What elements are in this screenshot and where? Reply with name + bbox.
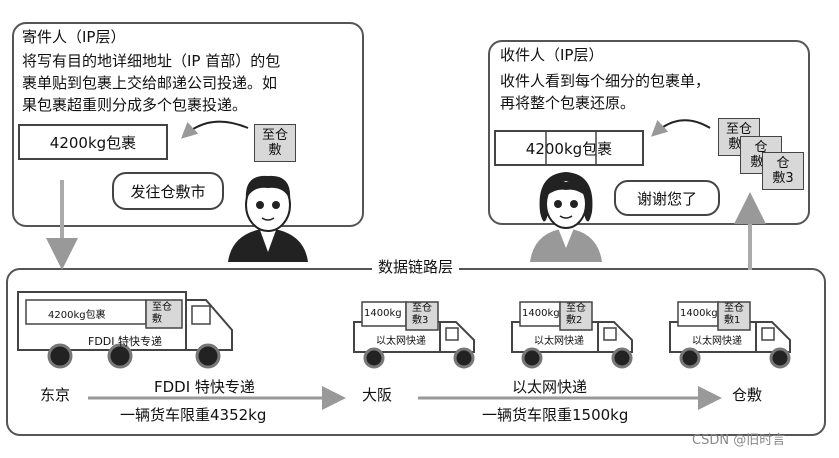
sender-package-text: 4200kg包裹	[49, 133, 137, 152]
truck-2-label: 至仓 敷3	[412, 303, 432, 326]
sender-desc-line-1: 将写有目的地详细地址（IP 首部）的包	[22, 52, 281, 70]
truck-1-company: FDDI 特快专递	[88, 335, 163, 348]
receiver-package-text: 4200kg包裹	[525, 139, 613, 158]
receiver-desc-line-1: 收件人看到每个细分的包裹单，	[500, 72, 711, 90]
city-tokyo: 东京	[40, 386, 71, 404]
truck-2-cargo: 1400kg	[364, 308, 402, 319]
truck-3-label: 至仓 敷2	[566, 303, 586, 326]
truck-4-label: 至仓 敷1	[724, 303, 744, 326]
truck-fddi	[17, 291, 233, 369]
woman-icon	[530, 172, 602, 262]
route-2-name: 以太网快递	[512, 378, 588, 396]
city-osaka: 大阪	[362, 386, 393, 404]
man-icon	[228, 175, 308, 262]
city-kurashiki: 仓敷	[732, 386, 763, 404]
sender-speech-text: 发往仓敷市	[130, 182, 206, 201]
truck-ethernet-2	[511, 301, 633, 369]
route-1-name: FDDI 特快专递	[154, 378, 255, 396]
sender-curved-arrow	[181, 120, 249, 139]
truck-1-label: 至仓 敷	[152, 302, 172, 325]
truck-2-company: 以太网快递	[376, 336, 426, 347]
sender-title: 寄件人（IP层）	[22, 28, 126, 46]
truck-ethernet-3	[669, 301, 791, 369]
route-2-limit: 一辆货车限重1500kg	[482, 406, 629, 424]
sender-desc-line-3: 果包裹超重则分成多个包裹投递。	[22, 96, 248, 114]
truck-ethernet-1	[353, 301, 475, 369]
receiver-speech-bubble: 谢谢您了	[614, 180, 720, 216]
receiver-speech-text: 谢谢您了	[636, 189, 697, 208]
receiver-title: 收件人（IP层）	[500, 46, 604, 64]
truck-3-cargo: 1400kg	[522, 308, 560, 319]
receiver-label-3-text: 仓 敷3	[772, 156, 794, 186]
truck-4-cargo: 1400kg	[680, 308, 718, 319]
sender-desc-line-2: 裹单贴到包裹上交给邮递公司投递。如	[22, 74, 278, 92]
sender-package: 4200kg包裹	[18, 124, 168, 160]
route-1-limit: 一辆货车限重4352kg	[120, 406, 267, 424]
sender-package-label: 至仓 敷	[254, 124, 296, 162]
watermark: CSDN @旧时言	[692, 433, 786, 448]
receiver-desc-line-2: 再将整个包裹还原。	[500, 94, 636, 112]
truck-4-company: 以太网快递	[692, 336, 742, 347]
link-layer-title: 数据链路层	[372, 256, 460, 278]
truck-1-cargo: 4200kg包裹	[48, 310, 106, 321]
sender-speech-bubble: 发往仓敷市	[112, 172, 224, 210]
receiver-curved-arrow	[651, 119, 711, 137]
sender-label-text: 至仓 敷	[261, 128, 288, 158]
receiver-label-3: 仓 敷3	[762, 152, 804, 190]
truck-3-company: 以太网快递	[534, 336, 584, 347]
receiver-package: 4200kg包裹	[494, 130, 644, 166]
